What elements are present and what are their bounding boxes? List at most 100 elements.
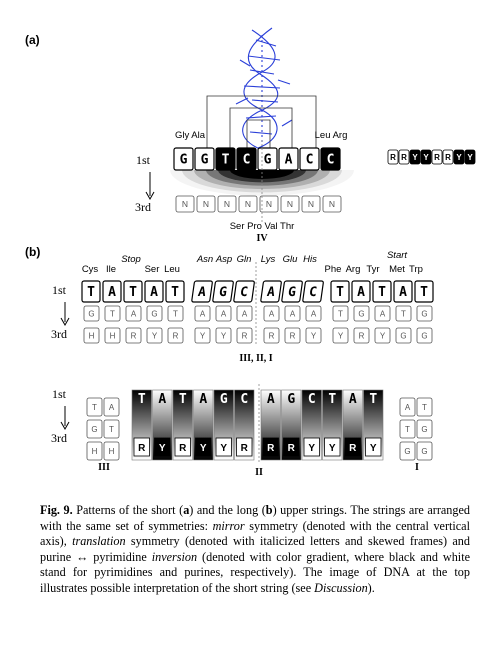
- b-lower-top-letter-10: A: [349, 392, 357, 407]
- b-row1-cell-5-box: [191, 280, 213, 303]
- b-row3-cell-7-box: [236, 327, 253, 344]
- b-row1-group-11: T: [330, 280, 350, 303]
- b-lower-top-letter-2: T: [179, 392, 187, 407]
- b-row3-cell-14-letter: G: [400, 331, 406, 340]
- b-row3-cell-5-box: [194, 327, 211, 344]
- a-top-cell-5-box: [278, 147, 299, 171]
- b-row2-cell-8-box: [263, 305, 280, 322]
- b-lower-bottom-box-1: [154, 437, 171, 457]
- b-lower-bottom-letter-0: R: [138, 443, 146, 454]
- b-lower-bottom-letter-6: R: [267, 443, 275, 454]
- b-row1-group-15: T: [414, 280, 434, 303]
- side-string-cell-2-box: [409, 149, 421, 165]
- b-lower-bottom-box-11: [365, 437, 382, 457]
- row-3rd-label-b: 3rd: [51, 327, 67, 341]
- a-top-cell-2-letter: T: [222, 153, 230, 168]
- b-row1-cell-3-letter: A: [150, 285, 158, 300]
- b-lower-top-letter-6: A: [267, 392, 275, 407]
- b-left-col-cell-0-letter: T: [92, 403, 97, 412]
- b-row1-cell-2-box: [123, 280, 143, 303]
- b-row2-cell-11-box: [332, 305, 349, 322]
- b-row1-cell-14-box: [393, 280, 413, 303]
- a-bottom-cell-0-box: [175, 195, 195, 213]
- b-lower-bottom-box-0: [133, 437, 150, 457]
- aa-label-gly-ala: Gly Ala: [175, 130, 206, 141]
- b-row1-cell-6-letter: G: [218, 285, 228, 300]
- aa-label-trp: Trp: [409, 264, 423, 275]
- b-left-col-cell-3-letter: T: [109, 425, 114, 434]
- b-row3-cell-13-box: [374, 327, 391, 344]
- aa-label-ser-pro-val-thr: Ser Pro Val Thr: [230, 221, 295, 232]
- b-left-col-cell-1-letter: A: [109, 403, 115, 412]
- a-bottom-cell-1-letter: N: [203, 199, 209, 209]
- b-row2-cell-14-box: [395, 305, 412, 322]
- aa-label-leu: Leu: [164, 264, 180, 275]
- b-left-col-cell-1-box: [103, 397, 120, 417]
- b-lower-top-letter-1: A: [158, 392, 166, 407]
- a-top-cell-3-box: [236, 147, 257, 171]
- b-row2-cell-0-box: [83, 305, 100, 322]
- a-top-cell-1-letter: G: [201, 153, 209, 168]
- b-right-col-cell-3-box: [416, 419, 433, 439]
- side-string-cell-5-box: [442, 149, 454, 165]
- b-left-col-cell-4-letter: H: [92, 447, 98, 456]
- a-bottom-cell-5-box: [280, 195, 300, 213]
- b-row1-cell-7-letter: C: [239, 285, 249, 300]
- side-string-cell-4-box: [431, 149, 443, 165]
- b-row2-cell-13-letter: A: [380, 309, 386, 318]
- b-row1-cell-12-letter: A: [357, 285, 365, 300]
- a-bottom-cell-7-box: [322, 195, 342, 213]
- b-row3-cell-13-letter: Y: [380, 331, 386, 340]
- b-row1-group-3: A: [144, 280, 164, 303]
- a-top-cell-7-box: [320, 147, 341, 171]
- b-row2-cell-8-letter: A: [269, 309, 275, 318]
- b-row2-cell-4-box: [167, 305, 184, 322]
- b-row1-group-9: G: [281, 280, 303, 303]
- b-row1-cell-15-box: [414, 280, 434, 303]
- b-row3-cell-8-box: [263, 327, 280, 344]
- b-row1-cell-5-letter: A: [197, 285, 207, 300]
- roman-iii: III: [98, 462, 110, 473]
- side-string-cell-7-box: [464, 149, 476, 165]
- b-row3-cell-6-letter: Y: [221, 331, 227, 340]
- side-string-cell-6-letter: Y: [456, 153, 462, 162]
- side-string-cell-0-box: [387, 149, 399, 165]
- b-lower-bottom-letter-2: R: [179, 443, 187, 454]
- side-string-cell-3-box: [420, 149, 432, 165]
- b-row1-cell-9-letter: G: [287, 285, 297, 300]
- aa-label-start: Start: [387, 250, 407, 261]
- b-lower-bottom-letter-4: Y: [220, 443, 227, 454]
- b-lower-top-letter-11: T: [369, 392, 377, 407]
- b-row1-cell-6-box: [212, 280, 234, 303]
- b-row3-cell-3-box: [146, 327, 163, 344]
- b-row1-cell-15-letter: T: [420, 285, 428, 300]
- b-lower-bottom-letter-11: Y: [370, 443, 377, 454]
- roman-ii: II: [255, 467, 263, 478]
- side-string-cell-6-box: [453, 149, 465, 165]
- b-row1-cell-12-box: [351, 280, 371, 303]
- b-row3-cell-9-letter: R: [290, 331, 296, 340]
- b-row3-cell-7-letter: R: [242, 331, 248, 340]
- aa-label-asp: Asp: [215, 254, 232, 265]
- side-string-cell-3-letter: Y: [423, 153, 429, 162]
- aa-label-tyr: Tyr: [366, 264, 379, 275]
- b-row3-cell-14-box: [395, 327, 412, 344]
- a-top-cell-1-box: [194, 147, 215, 171]
- b-row1-cell-0-box: [81, 280, 101, 303]
- b-row3-cell-1-box: [104, 327, 121, 344]
- side-string-cell-1-letter: R: [401, 153, 407, 162]
- b-row3-cell-0-box: [83, 327, 100, 344]
- b-left-col-cell-5-box: [103, 441, 120, 461]
- b-lower-bottom-box-9: [324, 437, 341, 457]
- row-3rd-label-b2: 3rd: [51, 431, 67, 445]
- b-row2-cell-6-letter: A: [221, 309, 227, 318]
- figure-caption: Fig. 9. Patterns of the short (a) and th…: [40, 503, 470, 597]
- a-bottom-cell-2-letter: N: [224, 199, 230, 209]
- row-1st-label-a: 1st: [136, 153, 151, 167]
- fan-shade: [230, 170, 294, 179]
- b-row3-cell-6-box: [215, 327, 232, 344]
- b-lower-top-letter-7: G: [287, 392, 295, 407]
- b-row2-cell-9-box: [284, 305, 301, 322]
